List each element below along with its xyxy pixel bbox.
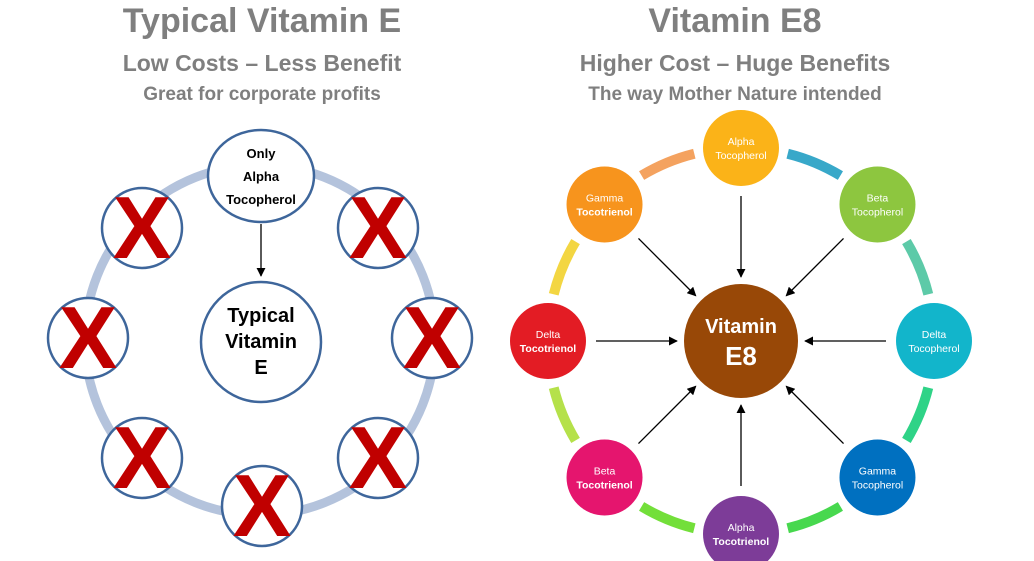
excluded-node: X xyxy=(336,408,420,507)
vitamin-form-circle xyxy=(510,303,586,379)
excluded-node-circle xyxy=(390,296,474,380)
excluded-node-circle xyxy=(336,186,420,270)
right-center-circle xyxy=(684,284,798,398)
excluded-node: X xyxy=(100,178,184,277)
vitamin-form-label: Tocopherol xyxy=(852,207,903,219)
cross-mark: X xyxy=(59,288,118,387)
ring-segment xyxy=(639,502,696,534)
left-subtitle: Low Costs – Less Benefit xyxy=(122,50,402,76)
left-tagline: Great for corporate profits xyxy=(143,84,381,105)
right-arrow xyxy=(638,385,697,444)
vitamin-form-circle xyxy=(839,166,916,243)
top-node-label: Alpha xyxy=(243,169,280,184)
vitamin-form-label: Tocotrienol xyxy=(576,479,632,491)
vitamin-form-label: Delta xyxy=(922,329,947,341)
right-subtitle: Higher Cost – Huge Benefits xyxy=(579,50,891,76)
right-center-label: Vitamin xyxy=(705,316,777,338)
right-title: Vitamin E8 xyxy=(648,2,822,40)
top-node-circle xyxy=(206,128,316,224)
vitamin-form-label: Alpha xyxy=(728,522,755,534)
left-title: Typical Vitamin E xyxy=(122,2,402,40)
right-arrow xyxy=(785,238,844,297)
vitamin-form-label: Gamma xyxy=(859,465,897,477)
left-center-label: E xyxy=(254,357,267,379)
ring-segment xyxy=(548,239,580,296)
vitamin-form-circle xyxy=(703,496,779,561)
cross-mark: X xyxy=(403,288,462,387)
right-center-label: E8 xyxy=(725,341,757,371)
excluded-node-circle xyxy=(336,416,420,500)
vitamin-form-label: Tocotrienol xyxy=(576,207,632,219)
vitamin-form-label: Tocotrienol xyxy=(713,536,769,548)
vitamin-form-label: Tocopherol xyxy=(852,479,903,491)
excluded-node: X xyxy=(46,288,130,387)
vitamin-form-circle xyxy=(839,439,916,516)
excluded-node-circle xyxy=(100,186,184,270)
vitamin-form-label: Tocopherol xyxy=(908,343,959,355)
vitamin-form-label: Beta xyxy=(594,465,616,477)
left-center-label: Vitamin xyxy=(225,331,297,353)
cross-mark: X xyxy=(113,408,172,507)
vitamin-form-label: Beta xyxy=(867,193,889,205)
cross-mark: X xyxy=(349,178,408,277)
ring-segment xyxy=(548,386,580,443)
ring-segment xyxy=(786,148,843,180)
top-node-label: Tocopherol xyxy=(226,192,296,207)
ring-segment xyxy=(902,239,934,296)
excluded-node-circle xyxy=(220,464,304,548)
excluded-node: X xyxy=(336,178,420,277)
excluded-node: X xyxy=(390,288,474,387)
vitamin-form-circle xyxy=(566,166,643,243)
vitamin-form-label: Gamma xyxy=(586,193,624,205)
excluded-node: X xyxy=(220,456,304,555)
excluded-node: X xyxy=(100,408,184,507)
left-center-label: Typical xyxy=(227,305,294,327)
right-tagline: The way Mother Nature intended xyxy=(588,84,882,105)
cross-mark: X xyxy=(113,178,172,277)
right-arrow xyxy=(638,238,697,297)
vitamin-form-label: Alpha xyxy=(728,136,755,148)
vitamin-form-label: Tocotrienol xyxy=(520,343,576,355)
ring-segment xyxy=(639,148,696,180)
excluded-node-circle xyxy=(100,416,184,500)
ring-segment xyxy=(902,386,934,443)
vitamin-e8-diagram: VitaminE8AlphaTocopherolBetaTocopherolDe… xyxy=(510,110,972,561)
left-center-circle xyxy=(199,280,323,404)
vitamin-form-label: Delta xyxy=(536,329,561,341)
vitamin-form-circle xyxy=(703,110,779,186)
cross-mark: X xyxy=(233,456,292,555)
excluded-node-circle xyxy=(46,296,130,380)
vitamin-form-label: Tocopherol xyxy=(715,150,766,162)
ring-segment xyxy=(786,502,843,534)
cross-mark: X xyxy=(349,408,408,507)
top-node-label: Only xyxy=(247,146,277,161)
vitamin-form-circle xyxy=(566,439,643,516)
right-arrow xyxy=(785,385,844,444)
vitamin-form-circle xyxy=(896,303,972,379)
